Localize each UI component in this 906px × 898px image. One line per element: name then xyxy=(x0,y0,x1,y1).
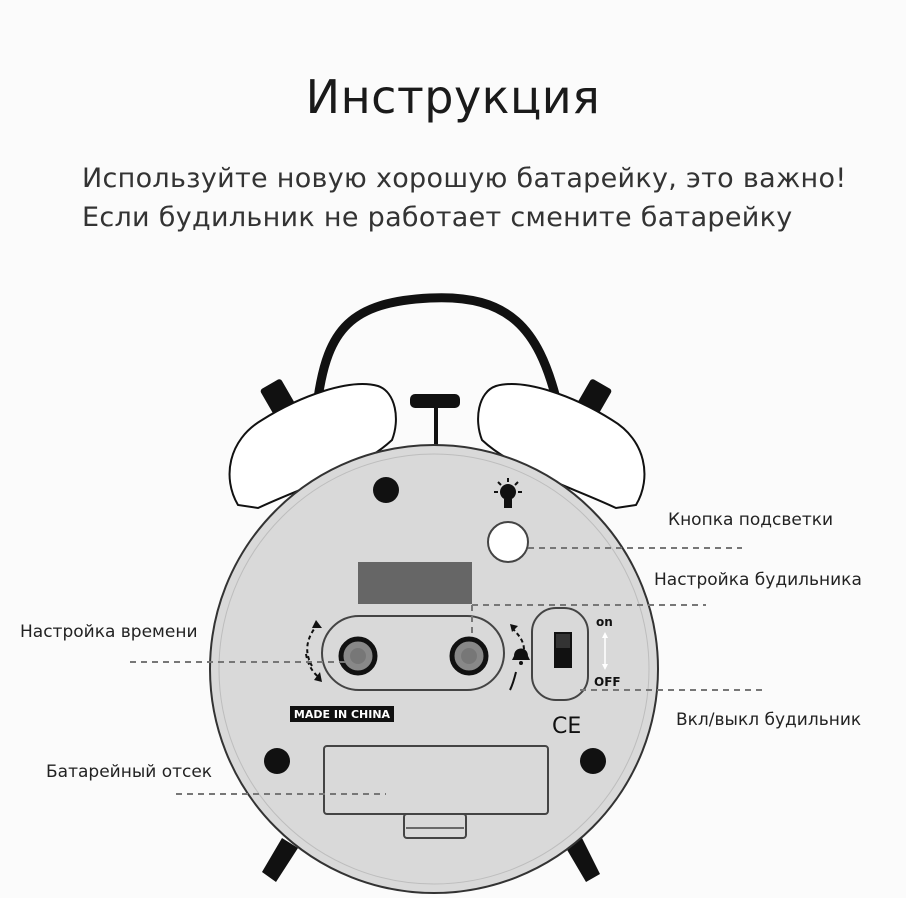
backlight-button[interactable] xyxy=(487,521,529,563)
clock-feet xyxy=(262,838,600,882)
instruction-line-2: Если будильник не работает смените батар… xyxy=(82,202,793,233)
ce-mark: CE xyxy=(552,714,581,739)
screw-top-left xyxy=(373,477,399,503)
time-arrows-icon xyxy=(305,620,322,682)
made-in-china-text: MADE IN CHINA xyxy=(294,708,391,721)
bell-icon xyxy=(509,624,530,691)
switch-off-label: OFF xyxy=(594,675,621,689)
callout-backlight-button: Кнопка подсветки xyxy=(668,510,834,530)
callout-battery-compartment: Батарейный отсек xyxy=(46,762,213,782)
snooze-pin xyxy=(410,394,460,408)
screw-bottom-right xyxy=(580,748,606,774)
display-window xyxy=(358,562,472,604)
page-title: Инструкция xyxy=(305,70,601,124)
callout-alarm-setting: Настройка будильника xyxy=(654,570,862,590)
bulb-icon xyxy=(494,478,522,508)
battery-compartment[interactable] xyxy=(323,745,549,815)
battery-latch[interactable] xyxy=(403,813,467,839)
leader-lines xyxy=(130,547,764,795)
instruction-line-1: Используйте новую хорошую батарейку, это… xyxy=(82,163,847,194)
screw-bottom-left xyxy=(264,748,290,774)
made-in-china-badge xyxy=(290,706,394,722)
callout-time-setting: Настройка времени xyxy=(20,622,198,642)
clock-handle xyxy=(313,293,561,403)
switch-on-label: on xyxy=(596,615,613,629)
callout-alarm-switch: Вкл/выкл будильник xyxy=(676,710,862,730)
